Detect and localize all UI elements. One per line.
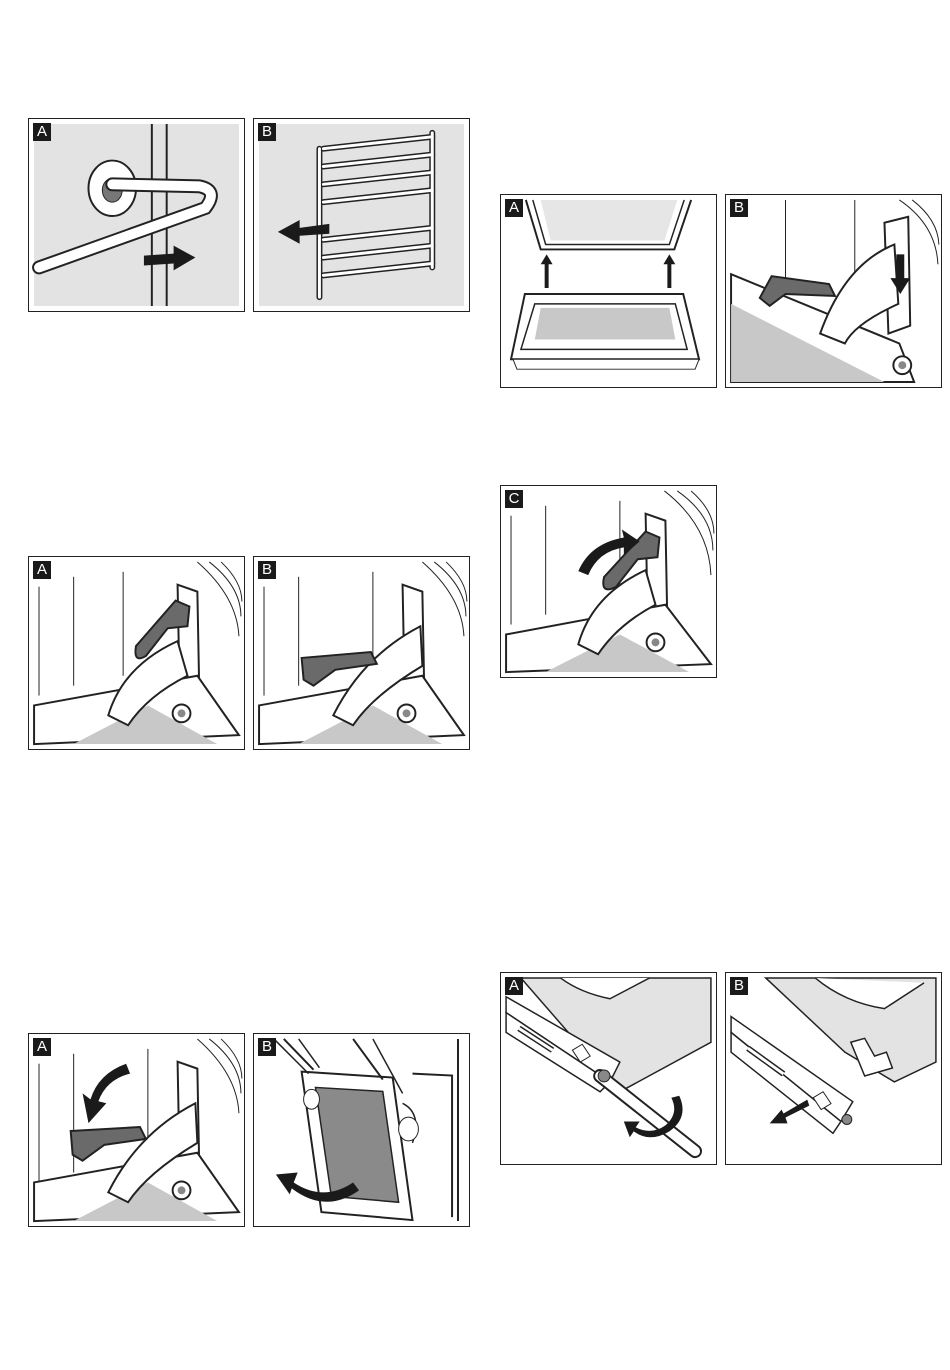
door-reinsert-illustration [501, 195, 716, 387]
door-hinge-lever-up-illustration [29, 557, 244, 749]
screw-unscrew-illustration [501, 973, 716, 1164]
figure-6-panel-b: B [725, 972, 942, 1165]
figure-1-panel-a: A [28, 118, 245, 312]
figure-4-panel-b: B [725, 194, 942, 388]
panel-label: B [258, 1038, 276, 1056]
panel-label: A [33, 123, 51, 141]
hinge-lever-fold-down-illustration [29, 1034, 244, 1226]
panel-label: B [730, 977, 748, 995]
hinge-lever-lock-illustration [501, 486, 716, 677]
panel-label: A [33, 561, 51, 579]
panel-label: B [258, 561, 276, 579]
rack-removal-illustration [254, 119, 469, 311]
figure-4-panel-a: A [500, 194, 717, 388]
hinge-engage-illustration [726, 195, 941, 387]
panel-label: A [505, 977, 523, 995]
figure-6-panel-a: A [500, 972, 717, 1165]
panel-label: A [33, 1038, 51, 1056]
figure-3-panel-b: B [253, 1033, 470, 1227]
figure-1-panel-b: B [253, 118, 470, 312]
rack-hook-release-illustration [29, 119, 244, 311]
panel-label: B [258, 123, 276, 141]
figure-2-panel-b: B [253, 556, 470, 750]
door-hinge-lever-folded-illustration [254, 557, 469, 749]
panel-label: B [730, 199, 748, 217]
door-lift-off-illustration [254, 1034, 469, 1226]
panel-label: A [505, 199, 523, 217]
figure-5-panel-c: C [500, 485, 717, 678]
figure-3-panel-a: A [28, 1033, 245, 1227]
strip-removal-illustration [726, 973, 941, 1164]
panel-label: C [505, 490, 523, 508]
figure-2-panel-a: A [28, 556, 245, 750]
